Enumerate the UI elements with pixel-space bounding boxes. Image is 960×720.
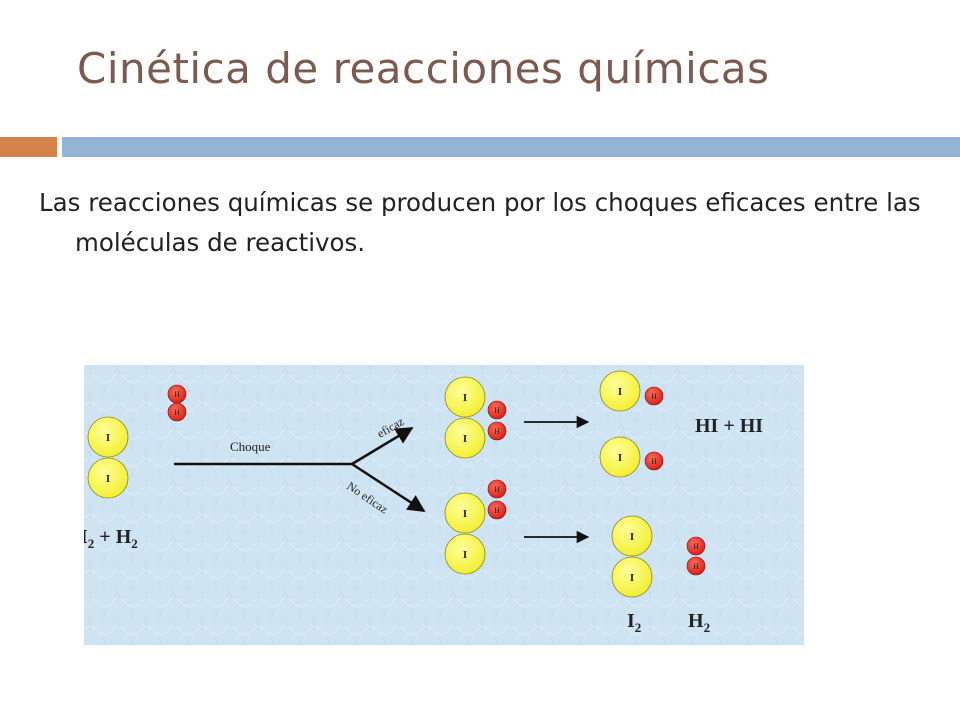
- hydrogen-atom: [487, 421, 507, 441]
- iodine-atom: [611, 556, 653, 598]
- hydrogen-atom: [644, 386, 664, 406]
- product-hi-molecule: I H: [599, 370, 664, 412]
- hydrogen-atom: [686, 536, 706, 556]
- hydrogen-atom-label: H: [494, 485, 500, 494]
- product-hi-molecule: I H: [599, 436, 664, 478]
- hydrogen-atom-label: H: [174, 408, 180, 417]
- hydrogen-atom: [686, 556, 706, 576]
- diagram-texture: [84, 365, 804, 645]
- hydrogen-atom-label: H: [494, 406, 500, 415]
- hydrogen-atom-label: H: [693, 542, 699, 551]
- product-h2-molecule: H H: [686, 536, 706, 576]
- iodine-atom-label: I: [630, 572, 634, 584]
- collision-diagram: I I H H I2 + H2 Choque eficaz No eficaz …: [84, 365, 804, 645]
- slide-body-text: Las reacciones químicas se producen por …: [39, 188, 921, 257]
- iodine-atom: [444, 492, 486, 534]
- iodine-atom: [444, 533, 486, 575]
- iodine-atom: [444, 417, 486, 459]
- effective-arrow: [351, 426, 414, 466]
- collision-label: Choque: [230, 439, 271, 454]
- hydrogen-atom-label: H: [651, 457, 657, 466]
- ineffective-arrow: [351, 462, 426, 513]
- effective-complex: I I H H: [444, 376, 507, 459]
- effective-products-equation: HI + HI: [695, 415, 763, 437]
- iodine-atom-label: I: [618, 452, 622, 464]
- iodine-atom-label: I: [463, 508, 467, 520]
- iodine-atom-label: I: [618, 386, 622, 398]
- product-i2-molecule: I I: [611, 515, 653, 598]
- reactant-i2-molecule: I I: [87, 416, 129, 499]
- hydrogen-atom: [487, 400, 507, 420]
- hydrogen-atom: [644, 451, 664, 471]
- iodine-atom: [444, 376, 486, 418]
- hydrogen-atom-label: H: [174, 390, 180, 399]
- hydrogen-atom-label: H: [693, 562, 699, 571]
- iodine-atom: [87, 457, 129, 499]
- title-divider-bar: [62, 137, 960, 157]
- iodine-atom-label: I: [463, 549, 467, 561]
- reactant-h2-molecule: H H: [167, 384, 187, 422]
- iodine-atom: [611, 515, 653, 557]
- iodine-atom-label: I: [630, 531, 634, 543]
- iodine-atom: [87, 416, 129, 458]
- iodine-atom-label: I: [106, 473, 110, 485]
- reactants-equation: I2 + H2: [84, 526, 138, 551]
- iodine-atom: [599, 370, 641, 412]
- iodine-atom: [599, 436, 641, 478]
- hydrogen-atom-label: H: [651, 392, 657, 401]
- ineffective-approach: I I H H: [444, 479, 507, 575]
- iodine-atom-label: I: [463, 433, 467, 445]
- product-h2-label: H2: [688, 610, 710, 635]
- hydrogen-atom: [167, 402, 187, 422]
- product-i2-label: I2: [627, 610, 641, 635]
- hydrogen-atom-label: H: [494, 506, 500, 515]
- hydrogen-atom-label: H: [494, 427, 500, 436]
- slide-title: Cinética de reacciones químicas: [77, 44, 770, 93]
- title-accent-bar: [0, 137, 57, 157]
- hydrogen-atom: [487, 500, 507, 520]
- iodine-atom-label: I: [463, 392, 467, 404]
- iodine-atom-label: I: [106, 432, 110, 444]
- hydrogen-atom: [487, 479, 507, 499]
